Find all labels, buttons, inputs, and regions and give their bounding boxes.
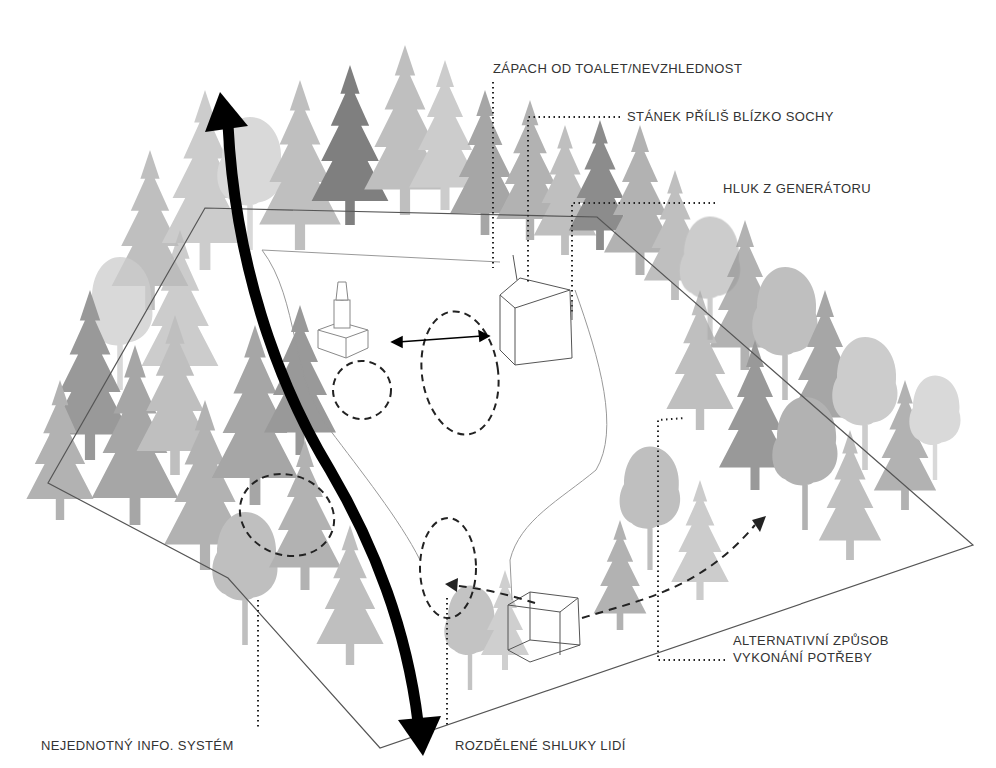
tree (259, 80, 341, 250)
tree (481, 570, 529, 670)
annotation-label: ROZDĚLENÉ SHLUKY LIDÍ (452, 737, 629, 754)
tree (819, 430, 881, 560)
annotation-label: STÁNEK PŘÍLIŠ BLÍZKO SOCHY (624, 108, 837, 125)
tree-group (26, 230, 383, 665)
conflict-arrow (392, 331, 489, 347)
leader-tick (513, 255, 572, 320)
toilet-building (500, 278, 572, 365)
tree (444, 586, 495, 691)
statue (318, 282, 368, 358)
tree (909, 376, 960, 481)
tree-group (444, 570, 529, 690)
tree (666, 290, 733, 430)
alternative-path (445, 516, 766, 618)
tree (594, 520, 647, 630)
tree (26, 380, 93, 520)
kiosk (508, 592, 580, 662)
leader-line (258, 82, 725, 728)
tree (620, 447, 681, 571)
main-route-arrow (205, 92, 441, 756)
tree (212, 512, 277, 645)
clearing-outline (262, 250, 607, 600)
annotation-label: ALTERNATIVNÍ ZPŮSOB VYKONÁNÍ POTŘEBY (730, 632, 918, 666)
annotation-label: NEJEDNOTNÝ INFO. SYSTÉM (38, 737, 237, 754)
annotation-label: HLUK Z GENERÁTORU (720, 180, 874, 197)
site-boundary (48, 208, 973, 748)
annotation-label: ZÁPACH OD TOALET/NEVZHLEDNOST (490, 60, 745, 77)
tree-group (112, 45, 741, 340)
tree (671, 480, 729, 600)
tree (772, 397, 837, 530)
